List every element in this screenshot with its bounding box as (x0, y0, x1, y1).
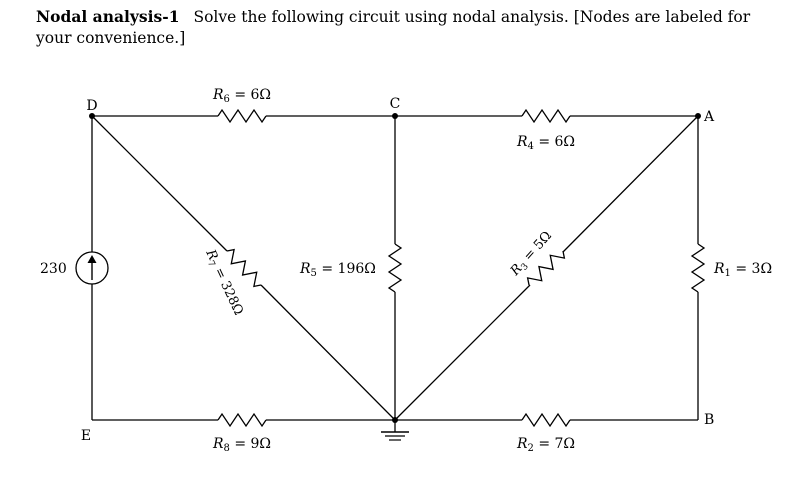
label-r3: R3 = 5Ω (507, 229, 556, 281)
label-r5: R5 = 196Ω (299, 261, 376, 279)
node-dot-d (89, 113, 95, 119)
wire-r7-g (260, 284, 396, 421)
resistor-r8 (217, 412, 267, 428)
node-label-a: A (703, 109, 715, 125)
label-r6: R6 = 6Ω (212, 87, 271, 105)
node-label-e: E (81, 428, 91, 444)
resistor-r7 (226, 248, 262, 288)
problem-text: Solve the following circuit using nodal … (36, 8, 751, 47)
resistor-r1 (690, 243, 706, 293)
node-dot-ground (392, 417, 398, 423)
node-label-b: B (704, 412, 714, 428)
node-label-c: C (390, 96, 401, 112)
source-value-label: 230 (40, 261, 67, 277)
resistor-r5 (387, 243, 403, 293)
wire-g-r3 (394, 284, 531, 421)
label-r4: R4 = 6Ω (516, 134, 575, 152)
label-r7: R7 = 328Ω (200, 247, 246, 319)
resistor-r2 (521, 412, 571, 428)
resistor-r6 (217, 108, 267, 124)
label-r1: R1 = 3Ω (713, 261, 772, 279)
wire-d-r7 (91, 115, 228, 252)
arrow-up-icon (87, 255, 97, 263)
node-dot-a (695, 113, 701, 119)
current-source (75, 251, 109, 285)
problem-heading: Nodal analysis-1 (36, 7, 180, 26)
label-r8: R8 = 9Ω (212, 436, 271, 454)
resistor-r4 (521, 108, 571, 124)
node-label-d: D (86, 98, 97, 114)
label-r2: R2 = 7Ω (516, 436, 575, 454)
resistor-r3 (526, 250, 566, 286)
wire-r3-a (562, 115, 699, 253)
node-dot-c (392, 113, 398, 119)
